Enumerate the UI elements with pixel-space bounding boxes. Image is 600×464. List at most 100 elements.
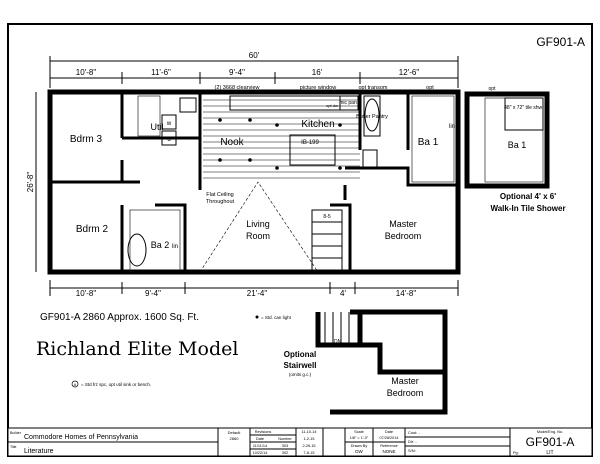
date-label: Date (385, 430, 393, 434)
rev-top-1: 11-10-14 (302, 430, 317, 434)
washer: w (166, 121, 172, 127)
stair-title-2: Stairwell (284, 361, 317, 370)
dim-bottom-3: 21'-4" (247, 289, 268, 298)
default-value: 2860 (230, 436, 240, 441)
builder-label: Builder (10, 431, 22, 435)
stair-dn: DN (334, 339, 342, 345)
symbol-a-icon (71, 380, 79, 388)
revisions-label: Revisions (255, 430, 272, 434)
title-block: Builder Commodore Homes of Pennsylvania … (7, 427, 593, 457)
rev-1-number: 303 (282, 444, 288, 448)
sheet-model-code: GF901-A (536, 35, 585, 49)
rev-date-label: Date (256, 437, 264, 441)
room-master-1: Master (389, 219, 417, 229)
shower-note: 48" x 72" tile shwr (504, 105, 544, 111)
dim-top-3: 9'-4" (229, 68, 245, 77)
dim-top-4: 16' (312, 68, 323, 77)
lin-ba2: lin (172, 244, 178, 250)
note-picture-window: picture window (300, 85, 336, 91)
flat-ceiling-2: Throughout (206, 199, 235, 205)
room-master-2: Bedroom (385, 231, 422, 241)
optional-shower-plan: 48" x 72" tile shwr Ba 1 opt Optional 4'… (464, 86, 566, 213)
room-ba2: Ba 2 (151, 240, 170, 250)
room-bdrm2: Bdrm 2 (76, 224, 109, 235)
date: 07/28/2014 (379, 436, 398, 440)
note-transom: opt transom (358, 85, 387, 91)
island-label: IB-199 (301, 140, 319, 146)
tile-floor (129, 95, 455, 271)
pg-label: Pg: (513, 451, 519, 455)
optional-stairwell-plan: DN Optional Stairwell (omits g.c.) Maste… (284, 309, 448, 415)
dim-top-1: 10'-8" (76, 68, 97, 77)
title-label: Title (10, 445, 17, 449)
room-bdrm3: Bdrm 3 (70, 134, 103, 145)
rev-2-date: 10/22/14 (253, 451, 268, 455)
dim-bottom-1: 10'-8" (76, 289, 97, 298)
legend-can-light: = Std. can light (261, 315, 292, 320)
sn: S/N: . (408, 448, 418, 453)
rev-2-number: 302 (282, 451, 288, 455)
rev-top-2: 1-2-15 (304, 437, 315, 441)
reference-label: Reference (380, 444, 398, 448)
dim-bottom-5: 14'-8" (396, 289, 417, 298)
kitchen-island (289, 134, 336, 166)
stair-note: (omits g.c.) (289, 372, 312, 377)
main-floor-plan: Bdrm 3 Bdrm 2 Util w d Nook Kitchen IB-1… (47, 89, 461, 275)
scale: 1/8" = 1'-0" (350, 436, 369, 440)
cust: Cust: - (408, 430, 420, 435)
shower-title-1: Optional 4' x 6' (500, 192, 556, 201)
room-nook: Nook (220, 137, 244, 148)
model-number: GF901-A (526, 435, 575, 449)
butler-pantry: Butler Pantry (356, 114, 388, 120)
stair-master-2: Bedroom (387, 388, 424, 398)
shower-title-2: Walk-In Tile Shower (490, 204, 565, 213)
builder: Commodore Homes of Pennsylvania (24, 434, 138, 441)
default-label: Default (228, 430, 242, 435)
drawn-label: Drawn By (351, 444, 368, 448)
rev-extra-1: 2-26-15 (302, 444, 315, 448)
note-opt: opt (426, 85, 434, 91)
can-lights (218, 118, 342, 170)
lin-ba1: lin (449, 124, 455, 130)
room-ba1: Ba 1 (418, 137, 439, 148)
model-spec: GF901-A 2860 Approx. 1600 Sq. Ft. (40, 312, 199, 323)
dim-top-2: 11'-6" (151, 68, 171, 77)
stair-label: 8-5 (323, 214, 330, 220)
stair-title-1: Optional (284, 350, 316, 359)
flat-ceiling-1: Flat Ceiling (206, 192, 234, 198)
stairwell (311, 209, 343, 273)
stair-master-1: Master (391, 376, 419, 386)
wood-floor-hatching (203, 99, 360, 179)
optdw-label: opt dw (326, 103, 338, 108)
dim-top-5: 12'-6" (399, 68, 420, 77)
rev-number-label: Number (278, 437, 292, 441)
shower-ba1: Ba 1 (508, 140, 527, 150)
dryer: d (167, 137, 170, 143)
symbol-a-letter: A (74, 382, 77, 387)
can-light-icon (255, 315, 259, 319)
rev-extra-2: 7-8-15 (304, 451, 315, 455)
dim-bottom-4: 4' (340, 289, 346, 298)
rev-1-date: 11/11/14 (253, 444, 267, 448)
shower-opt: opt (489, 86, 497, 92)
model-name: Richland Elite Model (36, 338, 238, 360)
dim-bottom-2: 9'-4" (145, 289, 161, 298)
scale-label: Scale (354, 430, 364, 434)
bottom-dimensions: 10'-8" 9'-4" 21'-4" 4' 14'-8" (49, 280, 459, 298)
drawn-by: DW (355, 449, 363, 454)
pg: LIT (546, 450, 553, 456)
room-living-2: Room (246, 231, 270, 241)
top-dimensions: 60' 10'-8" 11'-6" 9'-4" 16' 12'-6" 26'-8… (26, 51, 459, 272)
room-util: Util (151, 122, 164, 132)
legend-a: = Std frz spc, opt util sink or bench. (81, 382, 151, 387)
reference: NONE (382, 449, 395, 454)
note-clearview: (2) 3668 clearview (215, 85, 260, 91)
mic-label: mic pan (339, 100, 357, 106)
model-label: Model/Eng. No. (537, 430, 563, 434)
overall-width: 60' (249, 51, 260, 60)
room-kitchen: Kitchen (301, 119, 334, 130)
title: Literature (24, 448, 54, 455)
room-living-1: Living (246, 219, 270, 229)
dlr: Dlr: - (408, 439, 417, 444)
